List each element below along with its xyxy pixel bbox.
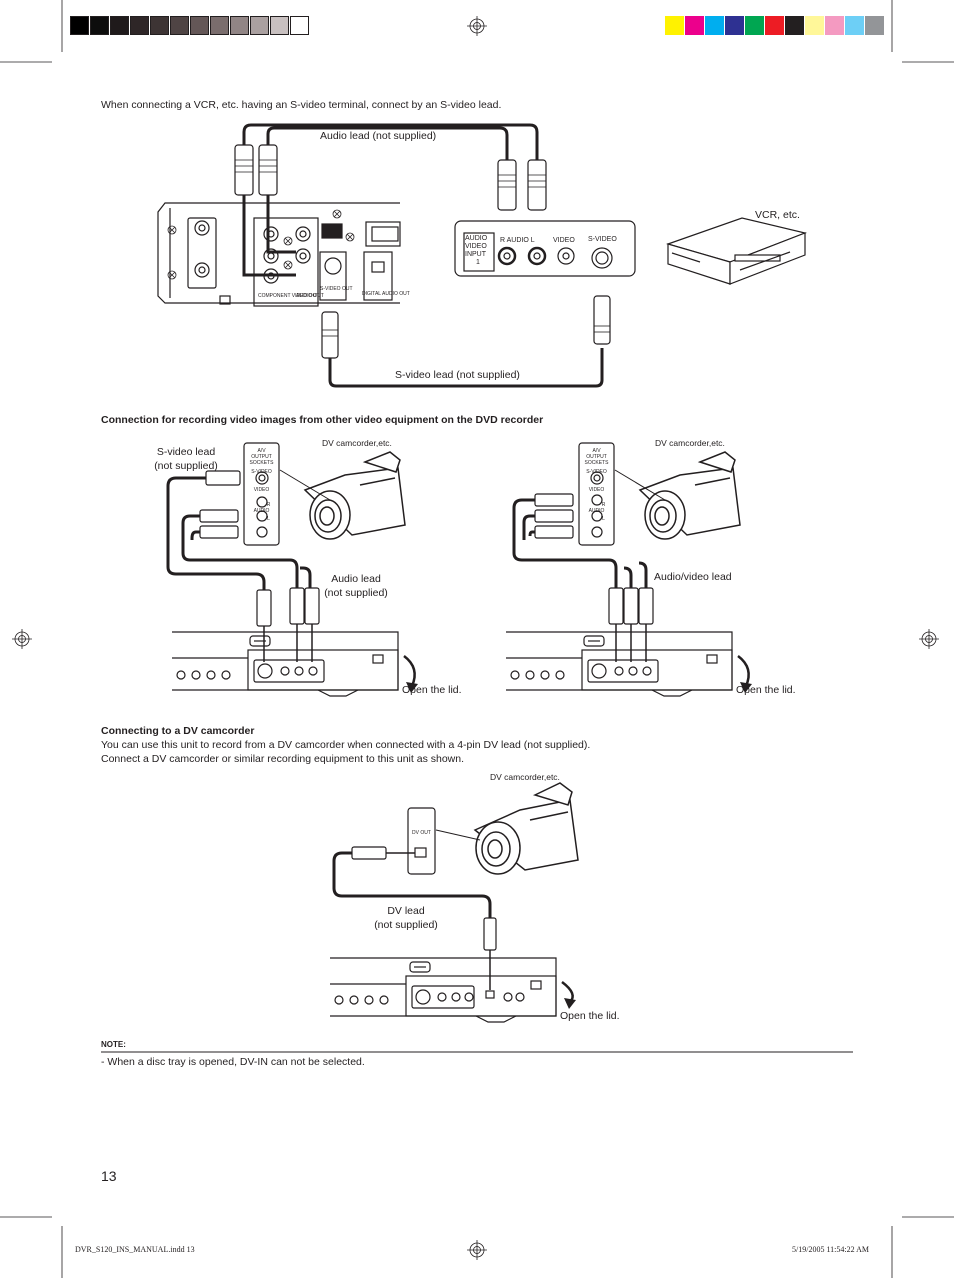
svideo-out-label: S-VIDEO OUT [320,286,353,292]
left-sockets-panel-labels: A/V OUTPUT SOCKETS S-VIDEO VIDEO R AUDIO… [249,448,274,522]
color-swatch [865,16,884,35]
left-camcorder-label: DV camcorder,etc. [322,438,392,448]
note-item: - When a disc tray is opened, DV-IN can … [101,1056,365,1068]
gray-swatch [190,16,209,35]
gray-swatch [130,16,149,35]
dvd-recorder-rear-panel [157,202,401,307]
svideo-lead-label: S-video lead (not supplied) [395,369,520,381]
registration-mark-right-icon [919,629,939,649]
gray-swatch [270,16,289,35]
vcr-input-panel [454,220,636,277]
svideo-plugs [321,295,611,359]
dv-text-line2: Connect a DV camcorder or similar record… [101,753,464,765]
vcr-video-label: VIDEO [553,237,575,244]
audio-lead-cable [242,123,539,277]
intro-text: When connecting a VCR, etc. having an S-… [101,99,502,111]
gray-swatch [170,16,189,35]
audio-lead-label: Audio lead (not supplied) [320,130,437,142]
vcr-label: VCR, etc. [755,209,800,221]
right-open-lid-arrow-icon [737,655,750,687]
note-title: NOTE: [101,1040,126,1049]
left-audio-cables [181,514,312,590]
color-swatch [685,16,704,35]
gray-swatch [150,16,169,35]
footer-timestamp: 5/19/2005 11:54:22 AM [792,1245,870,1254]
registration-mark-left-icon [12,629,32,649]
audio-video-input-label: AUDIO VIDEO INPUT 1 [465,235,488,266]
gray-swatch [90,16,109,35]
left-svideo-cable [166,476,266,593]
dv-out-label: DV OUT [412,830,431,836]
right-av-cables [512,498,648,590]
left-recorder-front [172,631,399,697]
dv-open-lid-label: Open the lid. [560,1010,620,1022]
left-svideo-lead-label: S-video lead (not supplied) [154,446,218,472]
av-lead-label: Audio/video lead [654,571,732,583]
digital-audio-out-label: DIGITAL AUDIO OUT [362,291,410,297]
vcr-svideo-label: S-VIDEO [588,236,617,243]
gray-swatch [70,16,89,35]
left-open-lid-arrow-icon [403,655,416,687]
page-number: 13 [101,1168,117,1184]
color-swatch [705,16,724,35]
gray-swatch [210,16,229,35]
color-swatch [665,16,684,35]
registration-mark-bottom-icon [467,1240,487,1260]
right-open-lid-label: Open the lid. [736,684,796,696]
right-plugs [534,493,654,625]
gray-swatch [250,16,269,35]
right-sockets-panel [578,442,615,546]
gray-swatch [290,16,309,35]
svideo-lead-cable [328,348,604,388]
section-heading: Connection for recording video images fr… [101,414,544,426]
right-camcorder [638,451,741,540]
color-swatch [805,16,824,35]
color-swatch [825,16,844,35]
right-recorder-front [506,631,733,697]
dv-lead-cable [332,851,492,918]
footer-filename: DVR_S120_INS_MANUAL.indd 13 [75,1245,195,1254]
left-sockets-panel [243,442,280,546]
gray-swatch [230,16,249,35]
gray-swatch [110,16,129,35]
left-audio-lead-label: Audio lead (not supplied) [324,573,388,599]
left-open-lid-label: Open the lid. [402,684,462,696]
right-sockets-panel-labels: A/V OUTPUT SOCKETS S-VIDEO VIDEO R AUDIO… [584,448,609,522]
right-camcorder-label: DV camcorder,etc. [655,438,725,448]
vcr-audio-label: R AUDIO L [500,237,535,244]
left-camcorder [303,451,406,540]
registration-mark-top-icon [467,16,487,36]
dv-plugs [351,846,497,951]
color-swatch [785,16,804,35]
color-swatch [745,16,764,35]
dv-heading: Connecting to a DV camcorder [101,725,255,737]
vcr-device [666,217,808,285]
rca-plugs [234,144,547,211]
dv-camcorder-label: DV camcorder,etc. [490,772,560,782]
dv-text-line1: You can use this unit to record from a D… [101,739,591,751]
color-swatch [765,16,784,35]
color-swatch [845,16,864,35]
dv-camcorder [473,782,579,875]
dv-lead-label: DV lead (not supplied) [374,905,438,931]
dv-out-panel [407,807,436,875]
dv-recorder-front [330,957,557,1023]
left-plugs [199,470,320,627]
color-swatch [725,16,744,35]
component-video-out-label: COMPONENT VIDEO OUT [258,293,320,299]
audio-out-label: AUDIO OUT [296,293,324,299]
